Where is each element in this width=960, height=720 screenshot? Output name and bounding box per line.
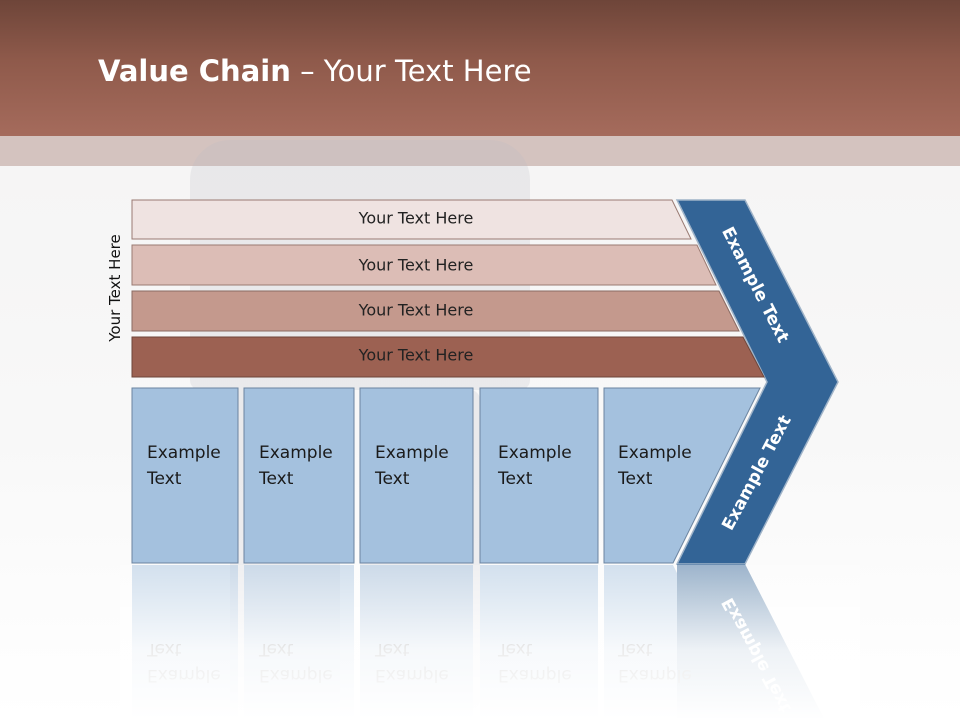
primary-column-5: Example Text bbox=[603, 387, 761, 564]
primary-column-box bbox=[359, 387, 474, 564]
primary-column-line1: Example bbox=[498, 443, 572, 463]
support-bar-1: Your Text Here bbox=[131, 199, 692, 240]
slide-title: Value Chain – Your Text Here bbox=[98, 54, 532, 88]
primary-column-line2: Text bbox=[374, 469, 410, 489]
primary-column-line2: Text bbox=[146, 469, 182, 489]
primary-column-line2: Text bbox=[258, 469, 294, 489]
primary-column-line1: Example bbox=[147, 443, 221, 463]
primary-column-3: Example Text bbox=[359, 387, 474, 564]
primary-column-line2: Text bbox=[617, 469, 653, 489]
support-bar-shape bbox=[131, 199, 692, 240]
reflection-fade bbox=[120, 565, 860, 720]
title-bold: Value Chain bbox=[98, 54, 291, 88]
header-bar bbox=[0, 0, 960, 136]
support-bar-shape bbox=[131, 336, 765, 378]
primary-column-line2: Text bbox=[497, 469, 533, 489]
primary-column-box bbox=[479, 387, 599, 564]
support-bar-label: Your Text Here bbox=[358, 209, 474, 228]
header-band bbox=[0, 136, 960, 166]
title-rest: – Your Text Here bbox=[290, 54, 532, 88]
primary-column-box bbox=[603, 387, 761, 564]
primary-column-4: Example Text bbox=[479, 387, 599, 564]
primary-column-1: Example Text bbox=[131, 387, 239, 564]
support-bar-3: Your Text Here bbox=[131, 290, 740, 332]
primary-column-line1: Example bbox=[618, 443, 692, 463]
primary-column-line1: Example bbox=[375, 443, 449, 463]
support-bar-shape bbox=[131, 244, 717, 286]
primary-column-box bbox=[131, 387, 239, 564]
support-bar-2: Your Text Here bbox=[131, 244, 717, 286]
support-bar-label: Your Text Here bbox=[358, 346, 474, 365]
support-bar-shape bbox=[131, 290, 740, 332]
primary-column-box bbox=[243, 387, 355, 564]
support-bar-label: Your Text Here bbox=[358, 301, 474, 320]
primary-column-line1: Example bbox=[259, 443, 333, 463]
support-bar-label: Your Text Here bbox=[358, 256, 474, 275]
support-bar-4: Your Text Here bbox=[131, 336, 765, 378]
primary-column-2: Example Text bbox=[243, 387, 355, 564]
